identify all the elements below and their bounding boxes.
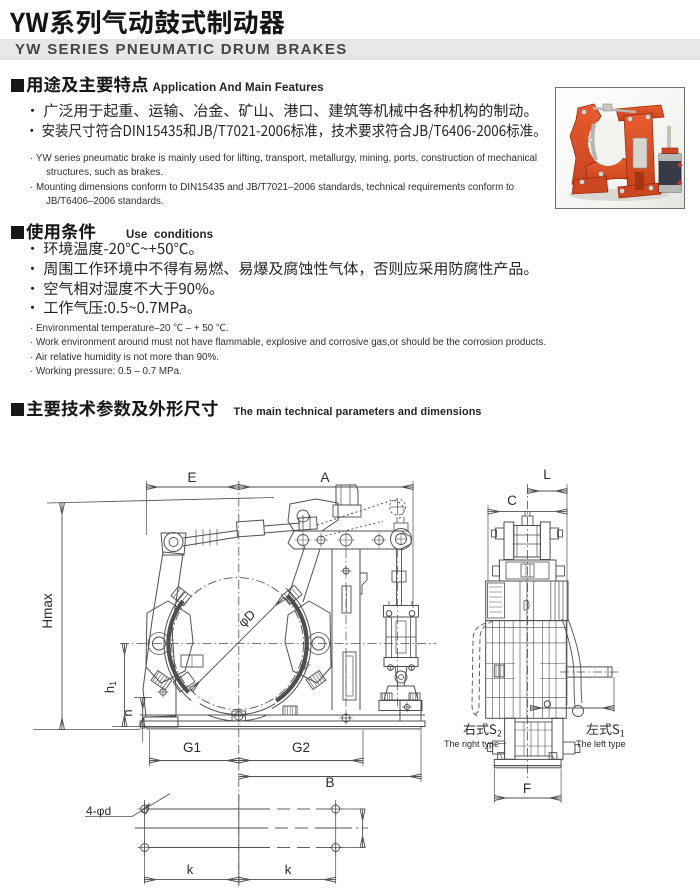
pneumatic-cylinder: [658, 126, 683, 193]
features-bullets-cn: · 广泛用于起重、运输、冶金、矿山、港口、建筑等机械中各种机构的制动。 · 安装…: [25, 101, 605, 141]
section-parameters-heading: 主要技术参数及外形尺寸 The main technical parameter…: [11, 396, 482, 421]
right-type-cn: 右式S: [463, 719, 497, 738]
right-type-label-en: The right type: [444, 739, 499, 749]
subtitle-band: [0, 39, 700, 60]
page-subtitle: YW SERIES PNEUMATIC DRUM BRAKES: [15, 41, 348, 58]
condition-bullet-cn: · 环境温度-20℃~+50℃。: [25, 238, 204, 259]
left-type-cn: 左式S: [586, 719, 620, 738]
section-conditions-title-cn: 使用条件: [26, 219, 96, 244]
base-plate-bottom-view: 4-φd k k: [85, 793, 368, 885]
front-view: φD: [33, 470, 436, 887]
section-marker-icon: [11, 79, 24, 92]
dim-label-h1-base: h: [102, 686, 117, 693]
condition-bullet-cn: · 工作气压:0.5~0.7MPa。: [25, 297, 202, 319]
section-conditions-title-en: Use conditions: [126, 229, 214, 241]
rod-coupling: [602, 103, 613, 112]
dim-label-n: n: [120, 709, 135, 716]
feature-bullet-en: · YW series pneumatic brake is mainly us…: [30, 153, 538, 179]
right-type-label-cn: 右式S2: [463, 719, 502, 740]
dim-label-c: C: [507, 493, 517, 508]
right-type-sub: 2: [497, 727, 502, 740]
left-type-sub: 1: [620, 727, 625, 740]
page-title: YW系列气动鼓式制动器: [10, 3, 286, 40]
dim-label-hmax: Hmax: [40, 593, 55, 629]
conditions-bullets-cn: · 环境温度-20℃~+50℃。 · 周围工作环境中不得有易燃、易爆及腐蚀性气体…: [25, 239, 538, 318]
nameplate: [632, 137, 648, 169]
condition-bullet-cn: · 周围工作环境中不得有易燃、易爆及腐蚀性气体，否则应采用防腐性产品。: [25, 257, 539, 279]
features-bullets-en: · YW series pneumatic brake is mainly us…: [30, 152, 548, 210]
brake-body: [569, 103, 665, 199]
feature-bullet-cn: · 广泛用于起重、运输、冶金、矿山、港口、建筑等机械中各种机构的制动。: [25, 100, 539, 121]
dim-label-k-right: k: [285, 862, 292, 877]
technical-drawing: φD: [33, 467, 626, 887]
dim-label-l: L: [543, 467, 551, 482]
dim-label-h1-sub: 1: [108, 681, 118, 686]
condition-bullet-en: · Environmental temperature–20 ℃ – + 50 …: [30, 323, 229, 334]
dim-label-g2: G2: [292, 740, 310, 755]
dim-label-b: B: [325, 775, 334, 790]
condition-bullet-cn: · 空气相对湿度不大于90%。: [25, 277, 224, 299]
section-conditions-heading: 使用条件 Use conditions: [11, 219, 213, 244]
brake-photo-illustration: [556, 88, 684, 208]
left-type-label-cn: 左式S1: [586, 719, 625, 740]
dim-label-f: F: [523, 781, 531, 796]
section-parameters-title-cn: 主要技术参数及外形尺寸: [26, 396, 219, 421]
section-marker-icon: [11, 226, 24, 239]
section-parameters-title-en: The main technical parameters and dimens…: [233, 406, 482, 418]
side-view: L C: [444, 467, 626, 803]
dim-label-a: A: [320, 470, 329, 485]
dim-label-h1: h1: [102, 681, 118, 693]
feature-bullet-cn: · 安装尺寸符合DIN15435和JB/T7021-2006标准，技术要求符合J…: [25, 119, 547, 141]
dim-label-e: E: [187, 470, 196, 485]
dim-label-g1: G1: [183, 740, 201, 755]
dim-label-k-left: k: [187, 862, 194, 877]
left-type-label-en: The left type: [576, 739, 626, 749]
condition-bullet-en: · Work environment around must not have …: [30, 337, 547, 349]
condition-bullet-en: · Working pressure: 0.5 – 0.7 MPa.: [30, 366, 182, 378]
section-marker-icon: [11, 403, 24, 416]
product-photo: [555, 87, 685, 209]
column-slot: [635, 172, 644, 190]
feature-bullet-en: · Mounting dimensions conform to DIN1543…: [30, 181, 515, 208]
conditions-bullets-en: · Environmental temperature–20 ℃ – + 50 …: [30, 322, 690, 380]
condition-bullet-en: · Air relative humidity is not more than…: [30, 351, 219, 363]
holes-label: 4-φd: [86, 804, 111, 818]
bolts: [579, 109, 654, 194]
top-rod: [592, 106, 637, 114]
section-features-title-cn: 用途及主要特点: [26, 72, 149, 97]
section-features-heading: 用途及主要特点 Application And Main Features: [11, 72, 324, 97]
section-features-title-en: Application And Main Features: [152, 82, 324, 94]
